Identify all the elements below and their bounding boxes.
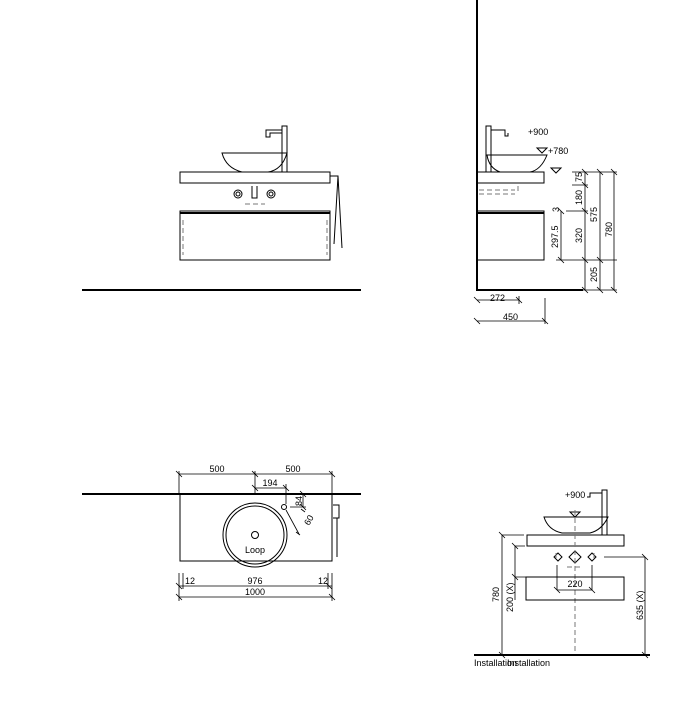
dim-500-left: 500 (209, 464, 224, 474)
dimension-lines (473, 168, 618, 325)
dimension-lines (498, 531, 649, 659)
dim-500-right: 500 (285, 464, 300, 474)
vanity-cabinet (179, 210, 331, 261)
wall-line (476, 0, 583, 291)
dim-3: 3 (551, 207, 561, 212)
faucet (485, 125, 509, 172)
drain-pipe (251, 186, 258, 199)
vanity-cabinet (476, 210, 545, 261)
level-faucet: +900 (528, 127, 548, 137)
dim-320: 320 (574, 228, 584, 243)
vessel-basin (221, 152, 288, 173)
vessel-basin (543, 516, 609, 534)
towel-rail (330, 175, 343, 249)
level-basin: +780 (548, 146, 568, 156)
plan-view: Loop 500 500 194 84 60 12 976 12 1000 (82, 464, 361, 601)
dim-84: 84 (294, 496, 304, 506)
dim-205: 205 (589, 267, 599, 282)
towel-rail (333, 504, 340, 557)
valve-icon (266, 189, 276, 199)
dim-635-x: 635 (X) (635, 590, 645, 620)
vanity-cabinet (525, 576, 625, 601)
installation-label: Installation (474, 658, 517, 668)
dim-976: 976 (247, 576, 262, 586)
installation-label: Installation (507, 658, 550, 668)
countertop (179, 171, 331, 184)
faucet (265, 125, 288, 172)
dim-1000: 1000 (245, 587, 265, 597)
countertop (476, 171, 545, 184)
dim-297-5: 297.5 (550, 225, 560, 248)
dimension-lines (175, 470, 336, 601)
front-view (82, 125, 361, 291)
installation-view: +900 220 780 200 (X) 635 (X) Installatio… (474, 489, 650, 668)
dim-60: 60 (302, 513, 316, 527)
tap-hole (281, 504, 287, 510)
dim-12-left: 12 (185, 576, 195, 586)
dim-12-right: 12 (318, 576, 328, 586)
dim-75: 75 (574, 172, 584, 182)
vessel-basin (486, 154, 548, 173)
dim-220: 220 (567, 579, 582, 589)
dim-180: 180 (574, 190, 584, 205)
dim-200-x: 200 (X) (505, 582, 515, 612)
dim-194: 194 (262, 478, 277, 488)
level-faucet: +900 (565, 490, 585, 500)
countertop (179, 493, 333, 562)
dim-780: 780 (491, 587, 501, 602)
dim-272: 272 (490, 293, 505, 303)
dim-450: 450 (503, 312, 518, 322)
side-view: +900 +780 75 180 3 297.5 320 575 205 780… (473, 0, 618, 325)
drain-icon (251, 531, 259, 539)
faucet (587, 489, 608, 535)
dim-575: 575 (589, 207, 599, 222)
basin-outline (222, 502, 288, 568)
dim-780: 780 (604, 222, 614, 237)
valve-icon (233, 189, 243, 199)
basin-label: Loop (245, 545, 265, 555)
